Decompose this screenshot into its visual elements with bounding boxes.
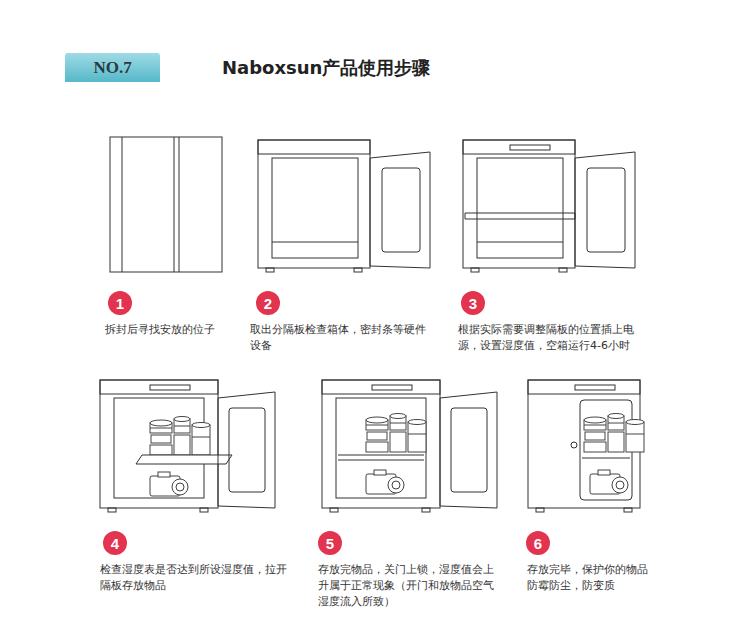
step-number: 2	[256, 291, 280, 315]
section-tab: NO.7	[65, 53, 160, 82]
node-text: NO.7	[93, 58, 131, 78]
step-description: 存放完毕，保护你的物品 防霉防尘，防变质	[527, 562, 651, 594]
step-description: 取出分隔板检查箱体，密封条等硬件 设备	[250, 322, 429, 354]
node-text: 5	[326, 535, 334, 552]
step-number: 3	[461, 291, 485, 315]
step-description: 拆封后寻找安放的位子	[105, 322, 218, 338]
step-number: 6	[526, 531, 550, 555]
step-number: 5	[318, 531, 342, 555]
diagram-title: Naboxsun产品使用步骤	[222, 56, 430, 80]
step-description: 根据实际需要调整隔板的位置插上电 源，设置湿度值，空箱运行4-6小时	[458, 322, 637, 354]
node-text: 2	[264, 295, 272, 312]
node-text: 1	[116, 295, 124, 312]
node-text: 3	[469, 295, 477, 312]
node-text: 4	[111, 535, 119, 552]
node-text: 6	[534, 535, 542, 552]
step-number: 4	[103, 531, 127, 555]
step-number: 1	[108, 291, 132, 315]
step-description: 存放完物品，关门上锁，湿度值会上 升属于正常现象（开门和放物品空气 湿度流入所致…	[318, 562, 497, 610]
step-description: 检查湿度表是否达到所设湿度值，拉开 隔板存放物品	[100, 562, 290, 594]
